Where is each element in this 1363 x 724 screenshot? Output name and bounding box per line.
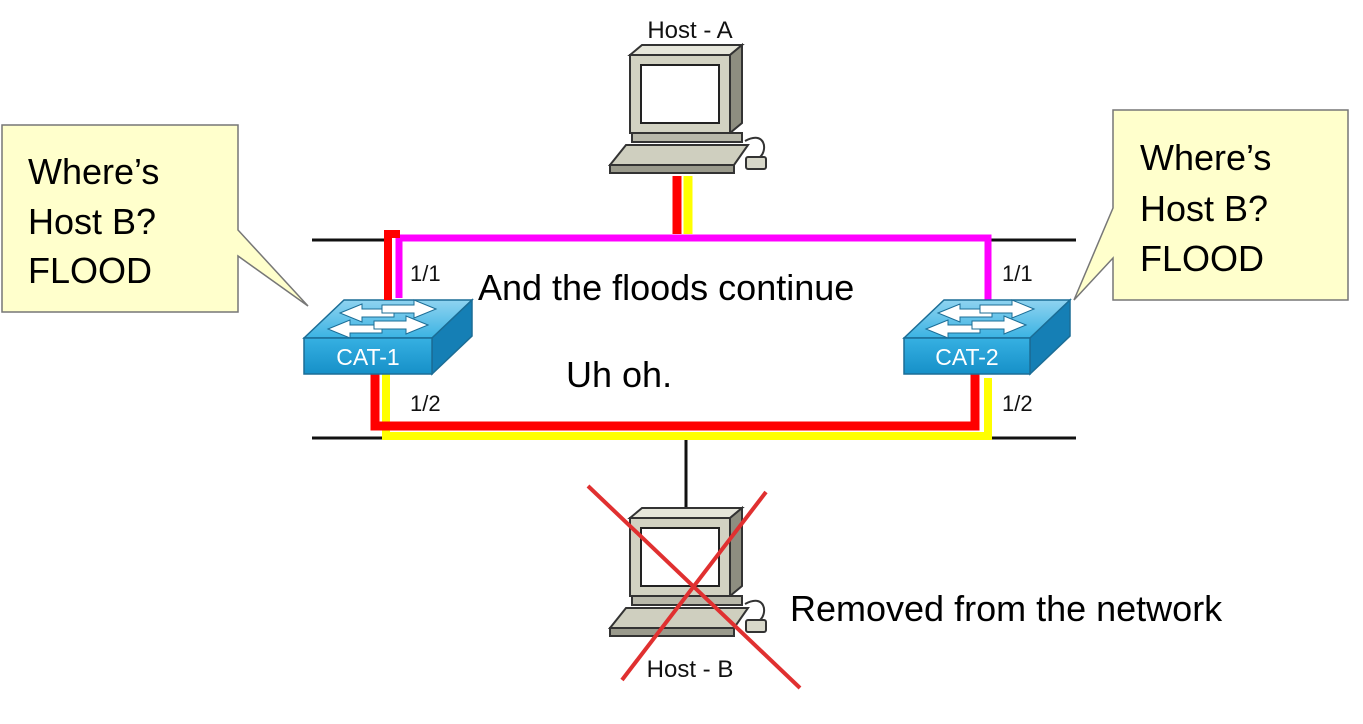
cat-1-port-bottom: 1/2 [410,391,441,416]
host-b-label: Host - B [647,656,734,683]
magenta-flood-path [395,234,992,302]
removed-x-mark [586,484,802,690]
caption-uh-oh: Uh oh. [566,354,672,395]
callout-left-line-2: Host B? [28,201,156,242]
switch-cat-2 [902,298,1072,376]
caption-floods-continue: And the floods continue [478,267,854,308]
callout-right-line-1: Where’s [1140,137,1271,178]
cat-2-port-top: 1/1 [1002,261,1033,286]
cat-1-port-top: 1/1 [410,261,441,286]
lan-segments [312,238,1076,508]
flood-paths [370,176,992,440]
callout-right-line-3: FLOOD [1140,238,1264,279]
callout-left-line-3: FLOOD [28,250,152,291]
host-a [609,44,767,174]
yellow-flood-bottom [382,374,992,440]
switch-cat-1 [302,298,474,376]
cat-1-label: CAT-1 [336,344,399,370]
cat-2-label: CAT-2 [935,344,998,370]
caption-removed: Removed from the network [790,588,1223,629]
callout-left: Where’s Host B? FLOOD [1,124,309,313]
callout-right: Where’s Host B? FLOOD [1073,109,1349,301]
red-flood-cat1-top [384,230,400,286]
red-flood-bottom [370,365,980,431]
cat-2-port-bottom: 1/2 [1002,391,1033,416]
callout-right-line-2: Host B? [1140,188,1268,229]
host-a-label: Host - A [647,17,732,44]
callout-left-line-1: Where’s [28,151,159,192]
